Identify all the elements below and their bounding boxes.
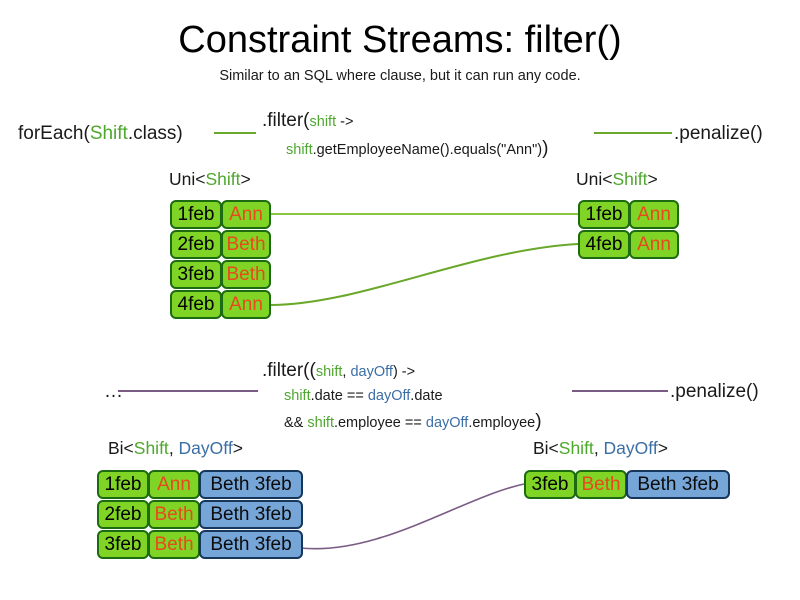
- bi-right-type-comma: ,: [593, 438, 604, 458]
- foreach-label: forEach(Shift.class): [18, 121, 183, 146]
- bi-left-type-prefix: Bi<: [108, 438, 134, 458]
- bi-left-tuple-2[interactable]: 3feb Beth Beth 3feb: [97, 530, 303, 559]
- bi-filter-param-b: dayOff: [350, 364, 393, 380]
- bi-filter-param-a: shift: [315, 364, 343, 380]
- tuple-dayoff: Beth 3feb: [199, 470, 303, 499]
- foreach-type: Shift: [89, 123, 128, 144]
- bi-filter-line3: && shift.employee == dayOff.employee): [284, 409, 542, 434]
- foreach-prefix: forEach(: [18, 123, 90, 144]
- slide-subtitle: Similar to an SQL where clause, but it c…: [219, 68, 581, 84]
- bi-filter-line3-end: .employee: [468, 415, 536, 431]
- bi-right-type-label: Bi<Shift, DayOff>: [533, 437, 668, 459]
- bi-filter-line3-param-a: shift: [307, 415, 334, 431]
- uni-filter-code: .filter(shift -> shift.getEmployeeName()…: [262, 108, 548, 161]
- tuple-date: 4feb: [170, 290, 222, 319]
- bi-left-type-label: Bi<Shift, DayOff>: [108, 437, 243, 459]
- link-bi-3feb: [299, 483, 525, 550]
- uni-filter-arrow: ->: [336, 114, 354, 130]
- tuple-name: Beth: [221, 260, 271, 289]
- uni-penalize-label: .penalize(): [674, 123, 763, 144]
- tuple-date: 1feb: [578, 200, 630, 229]
- bi-filter-line1: .filter((shift, dayOff) ->: [262, 358, 542, 383]
- tuple-dayoff: Beth 3feb: [199, 530, 303, 559]
- bi-filter-line2-end: .date: [410, 388, 443, 404]
- bi-filter-code: .filter((shift, dayOff) -> shift.date ==…: [262, 358, 542, 434]
- tuple-dayoff: Beth 3feb: [199, 500, 303, 529]
- bi-right-type-suffix: >: [657, 438, 668, 458]
- tuple-dayoff: Beth 3feb: [626, 470, 730, 499]
- bi-right-type-prefix: Bi<: [533, 438, 559, 458]
- bi-right-type-generic-a: Shift: [558, 438, 594, 458]
- tuple-name: Ann: [629, 230, 679, 259]
- bi-filter-line3-close: ): [535, 411, 542, 432]
- uni-left-type-prefix: Uni<: [169, 169, 206, 189]
- uni-right-tuple-1[interactable]: 4feb Ann: [578, 230, 679, 259]
- tuple-name: Ann: [148, 470, 200, 499]
- uni-right-tuple-0[interactable]: 1feb Ann: [578, 200, 679, 229]
- uni-right-type-prefix: Uni<: [576, 169, 613, 189]
- tuple-date: 4feb: [578, 230, 630, 259]
- tuple-name: Beth: [575, 470, 627, 499]
- uni-filter-line2-body: .getEmployeeName().equals("Ann"): [312, 142, 543, 158]
- tuple-name: Ann: [221, 200, 271, 229]
- tuple-date: 2feb: [170, 230, 222, 259]
- uni-left-tuple-3[interactable]: 4feb Ann: [170, 290, 271, 319]
- bi-right-tuple-0[interactable]: 3feb Beth Beth 3feb: [524, 470, 730, 499]
- link-uni-4feb: [269, 243, 579, 306]
- uni-left-tuple-2[interactable]: 3feb Beth: [170, 260, 271, 289]
- tuple-date: 3feb: [524, 470, 576, 499]
- tuple-date: 3feb: [170, 260, 222, 289]
- uni-left-type-suffix: >: [240, 169, 251, 189]
- bi-filter-line3-mid: .employee ==: [333, 415, 426, 431]
- bi-filter-comma: ,: [342, 364, 351, 380]
- bi-filter-line3-lead: &&: [284, 415, 308, 431]
- uni-filter-line2: shift.getEmployeeName().equals("Ann")): [286, 136, 548, 161]
- bi-source-ellipsis: …: [104, 381, 123, 402]
- uni-filter-line2-close: ): [542, 138, 549, 159]
- uni-right-type-suffix: >: [647, 169, 658, 189]
- bi-filter-line2-param-a: shift: [284, 388, 311, 404]
- bi-penalize-label: .penalize(): [670, 381, 759, 402]
- bi-filter-line2-mid: .date ==: [310, 388, 368, 404]
- tuple-name: Ann: [629, 200, 679, 229]
- bi-filter-line3-param-b: dayOff: [425, 415, 469, 431]
- foreach-suffix: .class): [127, 123, 183, 144]
- bi-left-type-generic-a: Shift: [133, 438, 169, 458]
- tuple-date: 1feb: [97, 470, 149, 499]
- uni-filter-line1: .filter(shift ->: [262, 108, 548, 133]
- bi-filter-line2: shift.date == dayOff.date: [284, 385, 542, 407]
- bi-filter-arrow: ) ->: [392, 364, 416, 380]
- uni-right-type-generic: Shift: [612, 169, 648, 189]
- uni-left-tuple-1[interactable]: 2feb Beth: [170, 230, 271, 259]
- bi-left-tuple-1[interactable]: 2feb Beth Beth 3feb: [97, 500, 303, 529]
- bi-filter-keyword: .filter((: [262, 360, 316, 381]
- bi-filter-line2-param-b: dayOff: [367, 388, 411, 404]
- tuple-date: 1feb: [170, 200, 222, 229]
- tuple-date: 3feb: [97, 530, 149, 559]
- bi-left-type-suffix: >: [232, 438, 243, 458]
- bi-left-tuple-0[interactable]: 1feb Ann Beth 3feb: [97, 470, 303, 499]
- uni-left-type-label: Uni<Shift>: [169, 168, 251, 190]
- uni-left-type-generic: Shift: [205, 169, 241, 189]
- uni-filter-keyword: .filter(: [262, 110, 310, 131]
- slide-title: Constraint Streams: filter(): [178, 19, 622, 61]
- uni-filter-line2-param: shift: [286, 142, 313, 158]
- tuple-name: Beth: [148, 530, 200, 559]
- tuple-name: Beth: [221, 230, 271, 259]
- tuple-name: Beth: [148, 500, 200, 529]
- uni-left-tuple-0[interactable]: 1feb Ann: [170, 200, 271, 229]
- uni-right-type-label: Uni<Shift>: [576, 168, 658, 190]
- bi-left-type-comma: ,: [168, 438, 179, 458]
- tuple-date: 2feb: [97, 500, 149, 529]
- bi-right-type-generic-b: DayOff: [603, 438, 658, 458]
- bi-left-type-generic-b: DayOff: [178, 438, 233, 458]
- uni-filter-param: shift: [309, 114, 337, 130]
- tuple-name: Ann: [221, 290, 271, 319]
